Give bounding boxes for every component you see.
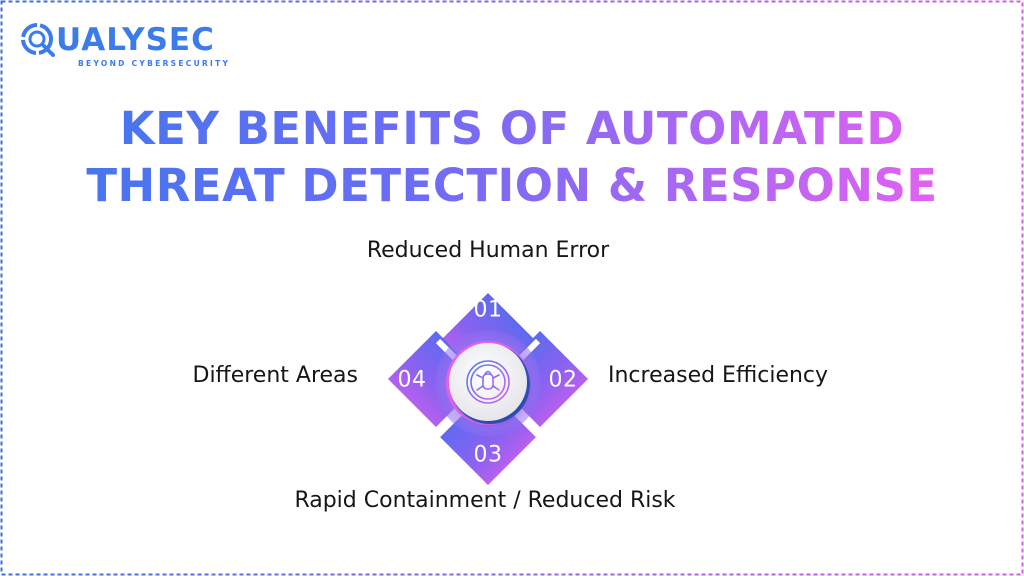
bug-target-icon [461,355,515,409]
segment-number-04: 04 [397,367,427,393]
page-title: KEY BENEFITS OF AUTOMATED THREAT DETECTI… [0,100,1024,214]
title-line-1: KEY BENEFITS OF AUTOMATED [0,100,1024,157]
segment-number-03: 03 [473,442,503,468]
benefit-label-02: Increased Efficiency [608,363,829,388]
benefit-label-03: Rapid Containment / Reduced Risk [294,488,676,513]
benefit-label-01: Reduced Human Error [366,238,610,263]
qualysec-logo: UALYSEC BEYOND CYBERSECURITY [20,22,245,72]
logo-text: UALYSEC [56,22,215,58]
title-line-2: THREAT DETECTION & RESPONSE [0,157,1024,214]
logo-q-magnifier-icon [20,22,56,58]
segment-number-01: 01 [473,297,503,323]
benefit-label-04: Different Areas [192,363,359,388]
diamond-graphic [388,293,588,485]
benefits-diamond-diagram: 01 02 03 04 [378,283,598,498]
segment-number-02: 02 [548,367,578,393]
logo-tagline: BEYOND CYBERSECURITY [78,59,231,68]
logo-wordmark: UALYSEC [20,22,215,58]
